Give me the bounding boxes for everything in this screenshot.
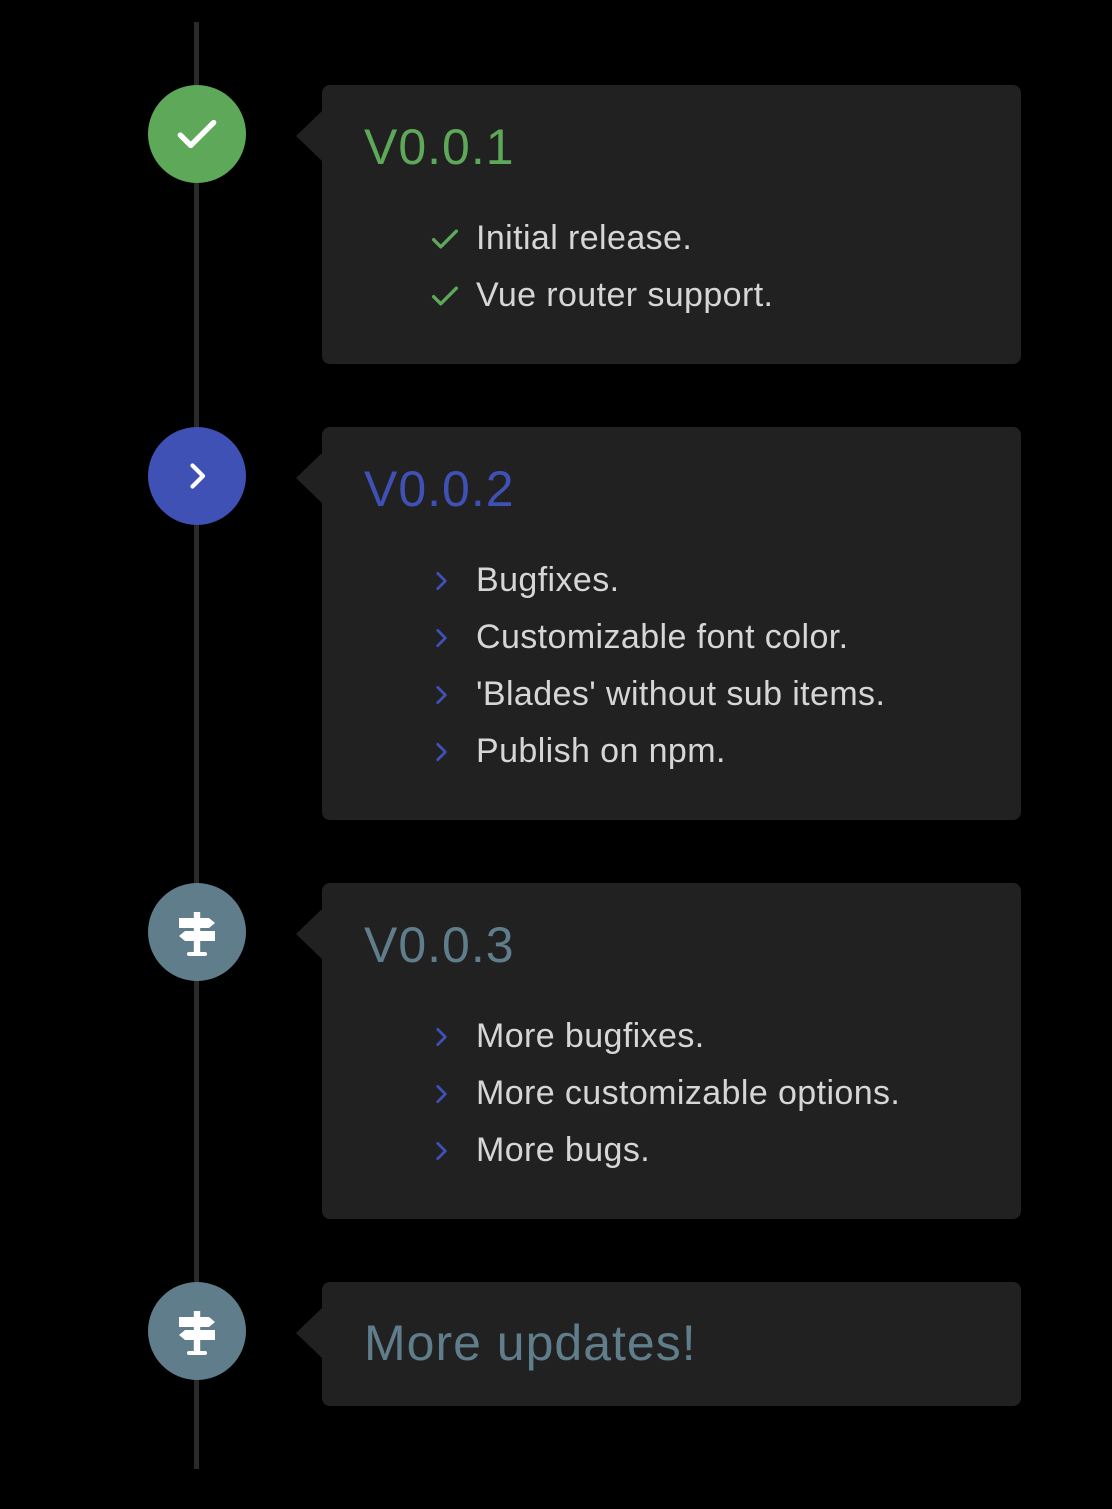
list-item-label: 'Blades' without sub items. (476, 675, 886, 713)
chevron-right-icon (428, 1138, 476, 1164)
list-item-label: Initial release. (476, 219, 693, 257)
list-item-label: Customizable font color. (476, 618, 849, 656)
chevron-right-icon (428, 1024, 476, 1050)
card-title: V0.0.2 (364, 461, 515, 517)
list-item-label: More customizable options. (476, 1074, 901, 1112)
list-item: More bugfixes. (428, 1008, 900, 1065)
check-icon (428, 279, 476, 313)
check-icon (148, 85, 246, 183)
card-title: V0.0.3 (364, 917, 515, 973)
signpost-icon (148, 1282, 246, 1380)
chevron-right-icon (428, 625, 476, 651)
list-item: More customizable options. (428, 1065, 900, 1122)
timeline-card-v003: V0.0.3 More bugfixes. More customizable … (296, 883, 1021, 1219)
check-icon (428, 222, 476, 256)
list-item-label: Bugfixes. (476, 561, 620, 599)
timeline-card-v002: V0.0.2 Bugfixes. Customizable font color… (296, 427, 1021, 820)
chevron-right-icon (428, 739, 476, 765)
list-item: 'Blades' without sub items. (428, 666, 885, 723)
card-item-list: Bugfixes. Customizable font color. 'Blad… (428, 552, 885, 780)
timeline-card-more-updates: More updates! (296, 1282, 1021, 1406)
list-item: Bugfixes. (428, 552, 885, 609)
chevron-right-icon (428, 568, 476, 594)
card-item-list: More bugfixes. More customizable options… (428, 1008, 900, 1179)
timeline-card-v001: V0.0.1 Initial release. Vue router suppo… (296, 85, 1021, 364)
card-item-list: Initial release. Vue router support. (428, 210, 773, 324)
chevron-right-icon (428, 682, 476, 708)
list-item-label: More bugs. (476, 1131, 651, 1169)
list-item: Customizable font color. (428, 609, 885, 666)
card-title: V0.0.1 (364, 119, 515, 175)
chevron-right-icon (428, 1081, 476, 1107)
list-item-label: Vue router support. (476, 276, 774, 314)
list-item-label: More bugfixes. (476, 1017, 705, 1055)
list-item-label: Publish on npm. (476, 732, 726, 770)
timeline-line (194, 22, 199, 1469)
list-item: Initial release. (428, 210, 773, 267)
chevron-right-icon (148, 427, 246, 525)
list-item: Vue router support. (428, 267, 773, 324)
list-item: More bugs. (428, 1122, 900, 1179)
card-title: More updates! (364, 1315, 697, 1371)
list-item: Publish on npm. (428, 723, 885, 780)
signpost-icon (148, 883, 246, 981)
